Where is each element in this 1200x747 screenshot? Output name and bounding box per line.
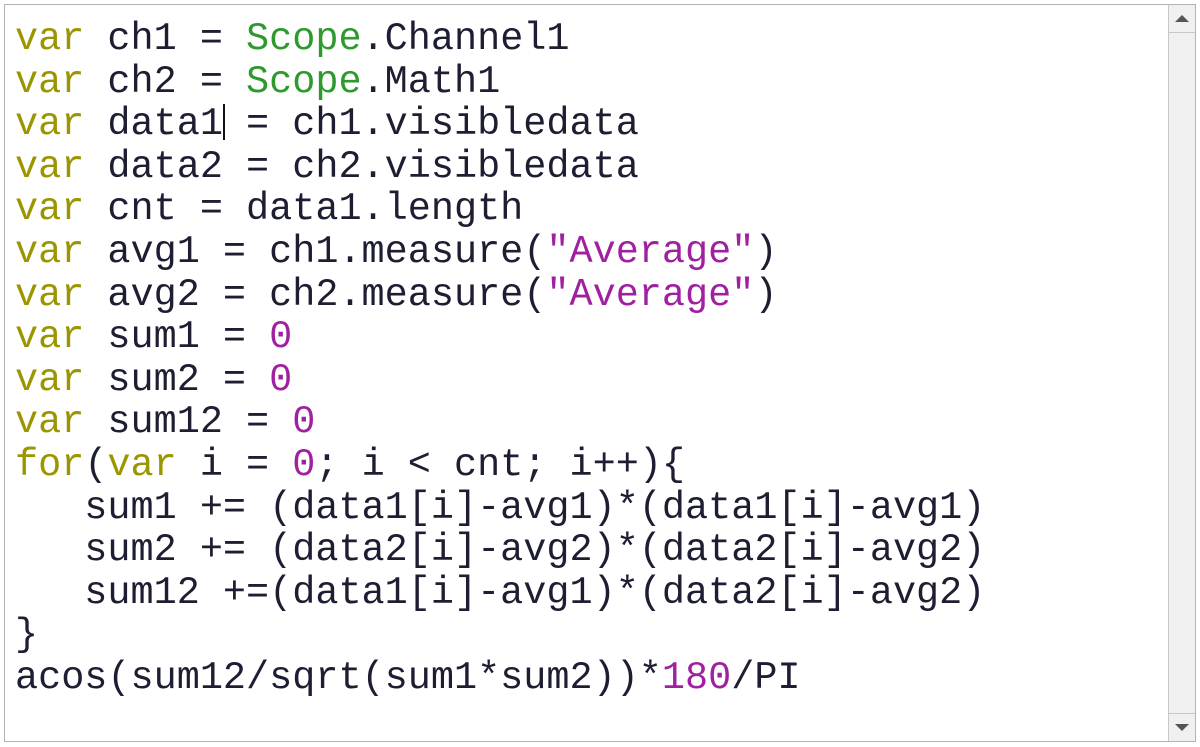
code-line: sum2 += (data2[i]-avg2)*(data2[i]-avg2) (15, 529, 985, 572)
code-token-kw: var (15, 144, 85, 189)
code-token-plain: sum1 = (84, 315, 270, 360)
code-token-num: 0 (269, 357, 293, 402)
code-token-plain: acos(sum12/sqrt(sum1*sum2))* (15, 655, 662, 700)
code-token-num: 0 (292, 400, 316, 445)
code-token-num: 0 (292, 442, 316, 487)
code-token-plain: cnt = data1.length (84, 187, 524, 232)
code-token-num: 180 (661, 655, 732, 700)
code-line: var data1 = ch1.visibledata (15, 103, 985, 146)
code-line: var ch1 = Scope.Channel1 (15, 18, 985, 61)
code-line: var avg2 = ch2.measure("Average") (15, 272, 985, 317)
code-token-plain: = ch1.visibledata (222, 102, 639, 147)
code-token-kw: var (15, 59, 85, 104)
triangle-up-icon (1175, 15, 1189, 22)
code-token-plain: avg1 = ch1.measure( (84, 229, 547, 274)
code-token-str: "Average" (546, 272, 755, 317)
code-token-kw: var (15, 102, 85, 147)
code-token-plain: .Math1 (361, 59, 501, 104)
code-line: var avg1 = ch1.measure("Average") (15, 231, 985, 274)
code-line: var sum2 = 0 (15, 357, 985, 402)
code-token-kw: var (15, 272, 85, 317)
code-token-plain: ) (754, 229, 778, 274)
scroll-down-button[interactable] (1169, 713, 1195, 741)
text-caret (222, 104, 225, 141)
code-token-plain: sum2 += (data2[i]-avg2)*(data2[i]-avg2) (15, 528, 986, 573)
code-token-kw: var (107, 442, 177, 487)
code-token-kw: var (15, 187, 85, 232)
code-line: var ch2 = Scope.Math1 (15, 59, 985, 104)
code-line: var sum1 = 0 (15, 316, 985, 359)
code-line: for(var i = 0; i < cnt; i++){ (15, 444, 985, 487)
code-token-plain: sum12 +=(data1[i]-avg1)*(data2[i]-avg2) (15, 570, 986, 615)
code-line: var sum12 = 0 (15, 401, 985, 444)
code-token-plain: ch1 = (84, 17, 247, 61)
code-token-kw: for (15, 442, 85, 487)
code-token-kw: var (15, 17, 85, 61)
scroll-up-button[interactable] (1169, 5, 1195, 33)
code-line: var data2 = ch2.visibledata (15, 144, 985, 189)
code-line: sum1 += (data1[i]-avg1)*(data1[i]-avg1) (15, 485, 986, 530)
code-token-obj: Scope (246, 17, 362, 61)
code-token-plain: /PI (731, 655, 801, 700)
code-token-num: 0 (269, 315, 293, 360)
code-token-plain: sum2 = (84, 357, 270, 402)
code-line: var cnt = data1.length (15, 188, 985, 231)
code-token-plain: avg2 = ch2.measure( (84, 272, 547, 317)
code-token-plain: .Channel1 (361, 17, 570, 61)
code-token-plain: ; i < cnt; i++){ (315, 442, 686, 487)
code-token-plain: sum1 += (data1[i]-avg1)*(data1[i]-avg1) (15, 485, 986, 530)
triangle-down-icon (1175, 724, 1189, 731)
code-line: } (15, 614, 985, 657)
code-token-str: "Average" (546, 229, 755, 274)
code-token-plain: data1 (84, 102, 223, 147)
code-token-kw: var (15, 315, 85, 360)
code-token-plain: ( (84, 442, 108, 487)
code-token-plain: ) (754, 272, 778, 317)
code-line: acos(sum12/sqrt(sum1*sum2))*180/PI (15, 657, 985, 700)
code-token-kw: var (15, 357, 85, 402)
vertical-scrollbar[interactable] (1168, 5, 1195, 741)
code-token-kw: var (15, 400, 85, 445)
code-token-kw: var (15, 229, 85, 274)
code-token-plain: ch2 = (84, 59, 247, 104)
code-line: sum12 +=(data1[i]-avg1)*(data2[i]-avg2) (15, 570, 986, 615)
code-token-obj: Scope (246, 59, 362, 104)
code-token-plain: i = (176, 442, 293, 487)
code-token-plain: data2 = ch2.visibledata (84, 144, 639, 189)
code-token-plain: } (15, 613, 39, 658)
code-token-plain: sum12 = (84, 400, 293, 445)
